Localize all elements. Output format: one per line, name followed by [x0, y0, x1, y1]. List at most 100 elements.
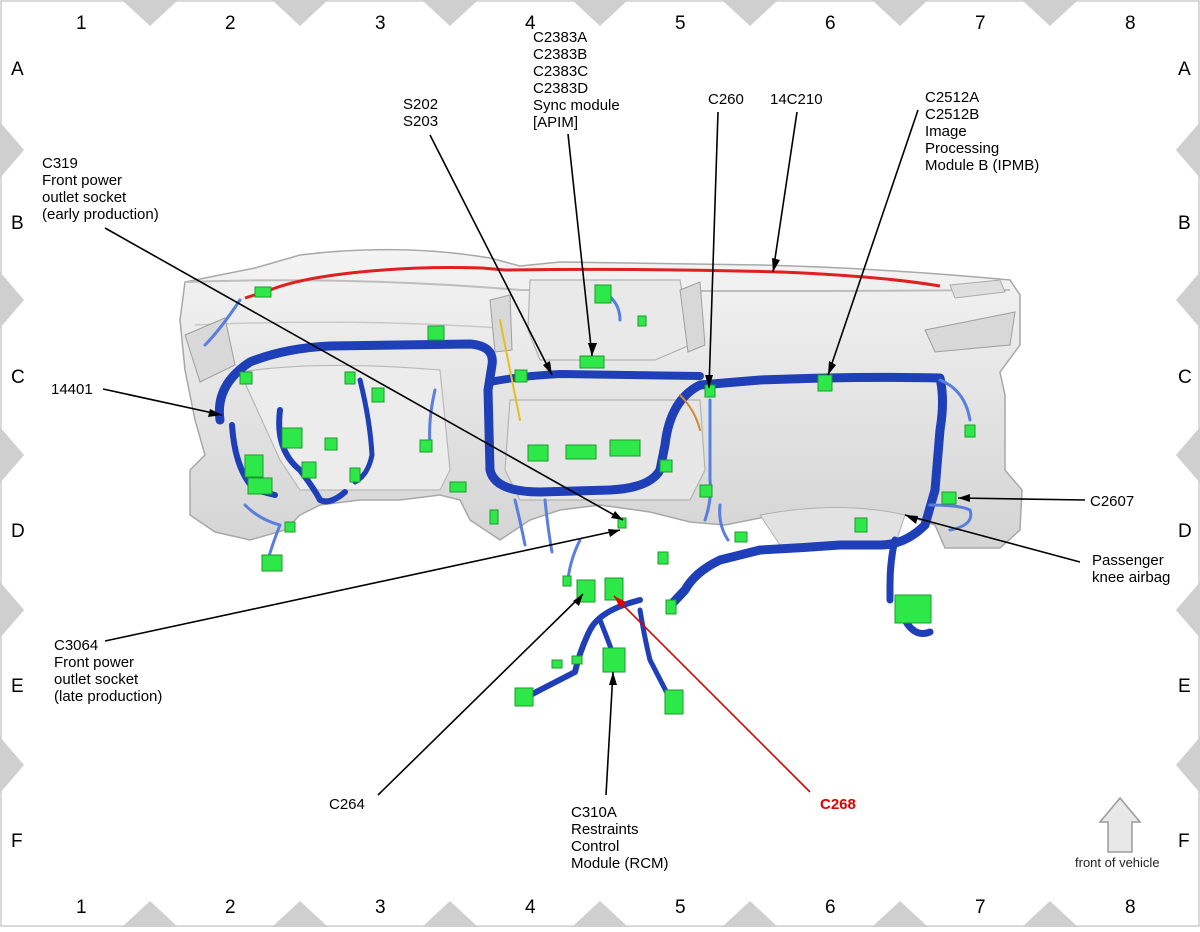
callout-c260-line: C260 [708, 91, 744, 108]
grid-border-marker [122, 901, 178, 927]
grid-row-label: E [11, 676, 24, 697]
grid-column-label: 8 [1125, 897, 1136, 918]
grid-row-label: F [1178, 831, 1190, 852]
callout-c264: C264 [329, 796, 365, 813]
grid-column-label: 6 [825, 897, 836, 918]
connectors [239, 284, 976, 715]
grid-border-marker [272, 0, 328, 26]
callout-c3064-front-power-outlet-line: C3064 [54, 637, 99, 654]
grid-border-marker [272, 901, 328, 927]
callout-leader-lines [102, 109, 1086, 796]
grid-border-marker [722, 0, 778, 26]
grid-row-label: D [1178, 521, 1192, 542]
grid-row-label: E [1178, 676, 1191, 697]
grid-column-label: 8 [1125, 13, 1136, 34]
callout-14c210-line: 14C210 [770, 91, 823, 108]
grid-row-label: B [11, 213, 24, 234]
grid-column-label: 7 [975, 897, 986, 918]
c268-leader-line [613, 595, 811, 793]
callout-c264-line: C264 [329, 796, 365, 813]
callout-passenger-knee-airbag-line: knee airbag [1092, 569, 1171, 586]
callout-c260: C260 [708, 91, 744, 108]
front-of-vehicle-arrow-icon [1098, 796, 1142, 853]
callout-c2383-apim-line: C2383A [533, 29, 588, 46]
grid-border-marker [872, 901, 928, 927]
callout-14401: 14401 [51, 381, 93, 398]
callout-c319-front-power-outlet-line: C319 [42, 155, 78, 172]
grid-border-marker [1176, 122, 1200, 178]
callout-c2512-ipmb-line: C2512B [925, 106, 980, 123]
grid-border-marker [0, 272, 24, 328]
callout-s202-s203-line: S202 [403, 96, 439, 113]
callout-c310a-rcm-line: Module (RCM) [571, 855, 669, 872]
grid-border-marker [1176, 737, 1200, 793]
front-of-vehicle-label: front of vehicle [1075, 855, 1160, 870]
callout-c3064-front-power-outlet-line: (late production) [54, 688, 163, 705]
grid-border-marker [572, 901, 628, 927]
grid-column-label: 6 [825, 13, 836, 34]
callout-s202-s203-line: S203 [403, 113, 439, 130]
grid-column-label: 3 [375, 897, 386, 918]
grid-row-label: D [11, 521, 25, 542]
grid-column-label: 4 [525, 13, 536, 34]
grid-column-label: 5 [675, 897, 686, 918]
callout-c310a-rcm-line: C310A [571, 804, 617, 821]
callout-c2512-ipmb-line: Module B (IPMB) [925, 157, 1040, 174]
grid-column-label: 1 [76, 13, 87, 34]
grid-border-marker [1176, 427, 1200, 483]
grid-border-marker [872, 0, 928, 26]
grid-border-marker [572, 0, 628, 26]
grid-column-label: 3 [375, 13, 386, 34]
callout-c319-front-power-outlet-line: (early production) [42, 206, 159, 223]
callout-c319-front-power-outlet-line: Front power [42, 172, 123, 189]
c268-arrowhead [614, 596, 626, 608]
grid-border-marker [0, 122, 24, 178]
callout-14c210: 14C210 [770, 91, 823, 108]
callout-c2383-apim-line: [APIM] [533, 114, 579, 131]
callout-c319-front-power-outlet-line: outlet socket [42, 189, 127, 206]
grid-border-marker [122, 0, 178, 26]
callout-c2383-apim-line: C2383B [533, 46, 588, 63]
callout-c3064-front-power-outlet-line: outlet socket [54, 671, 139, 688]
grid-column-label: 4 [525, 897, 536, 918]
callout-c310a-rcm-line: Control [571, 838, 620, 855]
callout-c2512-ipmb-line: C2512A [925, 89, 980, 106]
leader-arrowheads [208, 258, 970, 685]
callout-c2512-ipmb-line: Processing [925, 140, 1000, 157]
callout-c310a-rcm-line: Restraints [571, 821, 639, 838]
grid-border-marker [422, 0, 478, 26]
grid-row-label: A [1178, 59, 1191, 80]
grid-column-label: 2 [225, 897, 236, 918]
grid-border-marker [0, 427, 24, 483]
grid-border-marker [0, 737, 24, 793]
grid-row-label: B [1178, 213, 1191, 234]
grid-row-label: C [11, 367, 25, 388]
grid-border-marker [1176, 582, 1200, 638]
callout-c268: C268 [820, 796, 856, 813]
grid-column-label: 1 [76, 897, 87, 918]
callout-passenger-knee-airbag-line: Passenger [1092, 552, 1164, 569]
grid-border-marker [1176, 272, 1200, 328]
grid-row-label: A [11, 59, 24, 80]
callout-c2383-apim-line: C2383C [533, 63, 589, 80]
grid-column-label: 5 [675, 13, 686, 34]
red-circuit-wire [244, 266, 941, 300]
callout-c2383-apim-line: Sync module [533, 97, 620, 114]
instrument-panel-body [179, 248, 1023, 549]
grid-row-label: C [1178, 367, 1192, 388]
grid-border-marker [0, 582, 24, 638]
callout-c2383-apim-line: C2383D [533, 80, 589, 97]
callout-c2512-ipmb-line: Image [925, 123, 967, 140]
grid-column-label: 2 [225, 13, 236, 34]
grid-row-label: F [11, 831, 23, 852]
grid-border-marker [722, 901, 778, 927]
callout-c3064-front-power-outlet-line: Front power [54, 654, 135, 671]
